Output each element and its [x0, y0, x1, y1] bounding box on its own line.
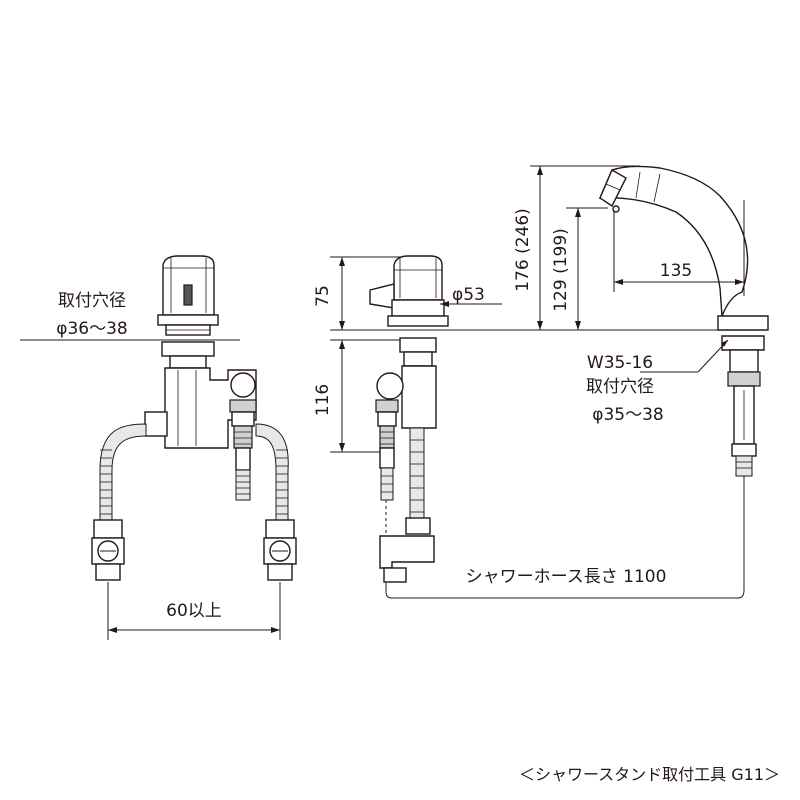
height-dimensions — [330, 256, 400, 453]
right-hole-diameter: φ35～38 — [592, 405, 663, 425]
spout-dimensions — [530, 165, 745, 330]
height-upper-label: 75 — [313, 285, 333, 307]
left-hole-diameter: φ36～38 — [56, 319, 127, 339]
front-view — [91, 255, 297, 581]
footnote: ＜シャワースタンド取付工具 G11＞ — [519, 765, 780, 784]
hose-length-label: シャワーホース長さ 1100 — [466, 567, 667, 587]
spout-inner-height-label: 129 (199) — [551, 228, 571, 312]
pitch-label: 60以上 — [166, 601, 222, 621]
thread-label: W35-16 — [587, 353, 653, 373]
hose-coil-marks — [100, 449, 288, 515]
left-hole-title: 取付穴径 — [58, 291, 126, 311]
knob-diameter-label: φ53 — [452, 285, 485, 305]
height-lower-label: 116 — [313, 384, 333, 416]
pitch-dimension — [107, 582, 281, 640]
spout-reach-label: 135 — [660, 261, 692, 281]
side-view — [369, 255, 745, 599]
right-hole-title: 取付穴径 — [586, 377, 654, 397]
spout-height-label: 176 (246) — [513, 208, 533, 292]
shower-spout — [598, 165, 769, 477]
